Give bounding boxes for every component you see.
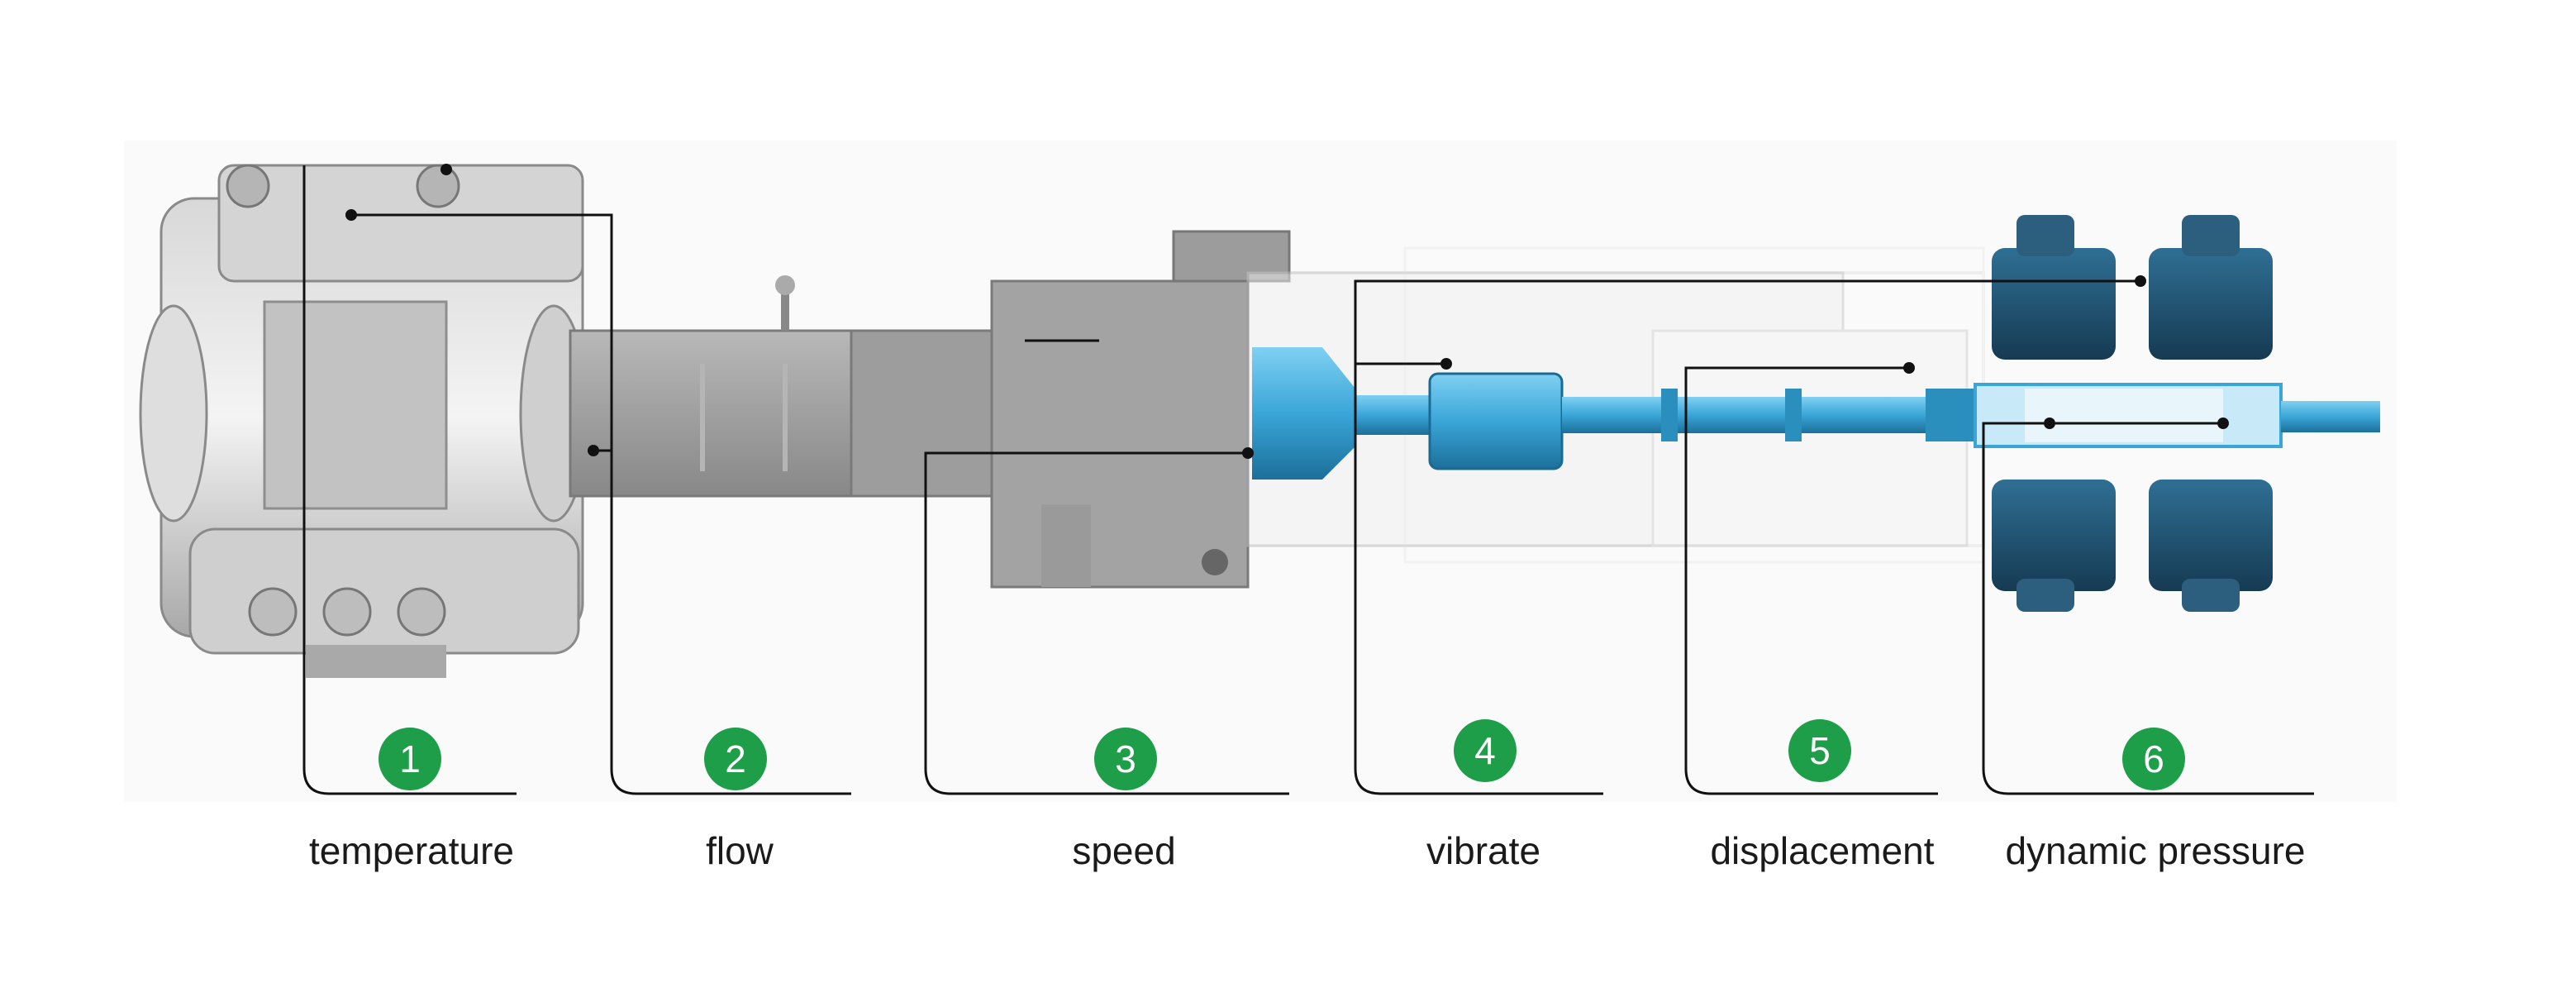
probe-point-temperature — [345, 209, 357, 221]
badge-5: 5 — [1788, 719, 1851, 782]
badge-6: 6 — [2122, 728, 2185, 790]
badge-2: 2 — [704, 728, 767, 790]
left-cylinder-block — [139, 164, 588, 678]
badge-3: 3 — [1094, 728, 1157, 790]
label-vibrate: vibrate — [1426, 829, 1541, 872]
leader-line-4b — [1354, 281, 1603, 795]
piston-rod-assembly — [1252, 347, 2380, 480]
leader-line-5 — [1684, 366, 1938, 795]
label-speed: speed — [1072, 829, 1176, 872]
badge-1: 1 — [379, 728, 441, 790]
probe-point-dynamic-pressure — [2217, 418, 2229, 429]
right-cylinder-valves — [1992, 215, 2273, 612]
leader-lines — [302, 165, 2314, 795]
badge-4: 4 — [1454, 719, 1517, 782]
label-displacement: displacement — [1710, 829, 1935, 872]
probe-point-speed — [1242, 447, 1254, 459]
probe-point-displacement — [1903, 362, 1915, 374]
label-temperature: temperature — [308, 829, 515, 872]
label-flow: flow — [706, 829, 774, 872]
probe-points — [345, 164, 2229, 459]
probe-point-temperature-top — [440, 164, 452, 175]
leader-line-6 — [1982, 422, 2314, 795]
crankcase — [990, 230, 1291, 589]
probe-point-flow — [588, 445, 599, 456]
leader-line-3 — [924, 451, 1289, 795]
label-dynamic-pressure: dynamic pressure — [2005, 829, 2306, 872]
probe-point-vibrate — [1440, 358, 1452, 370]
probe-point-vibrate-2 — [2135, 275, 2146, 287]
leader-line-1b — [351, 213, 851, 795]
probe-point-dynamic-pressure-2 — [2044, 418, 2055, 429]
leader-line-1 — [302, 165, 517, 795]
